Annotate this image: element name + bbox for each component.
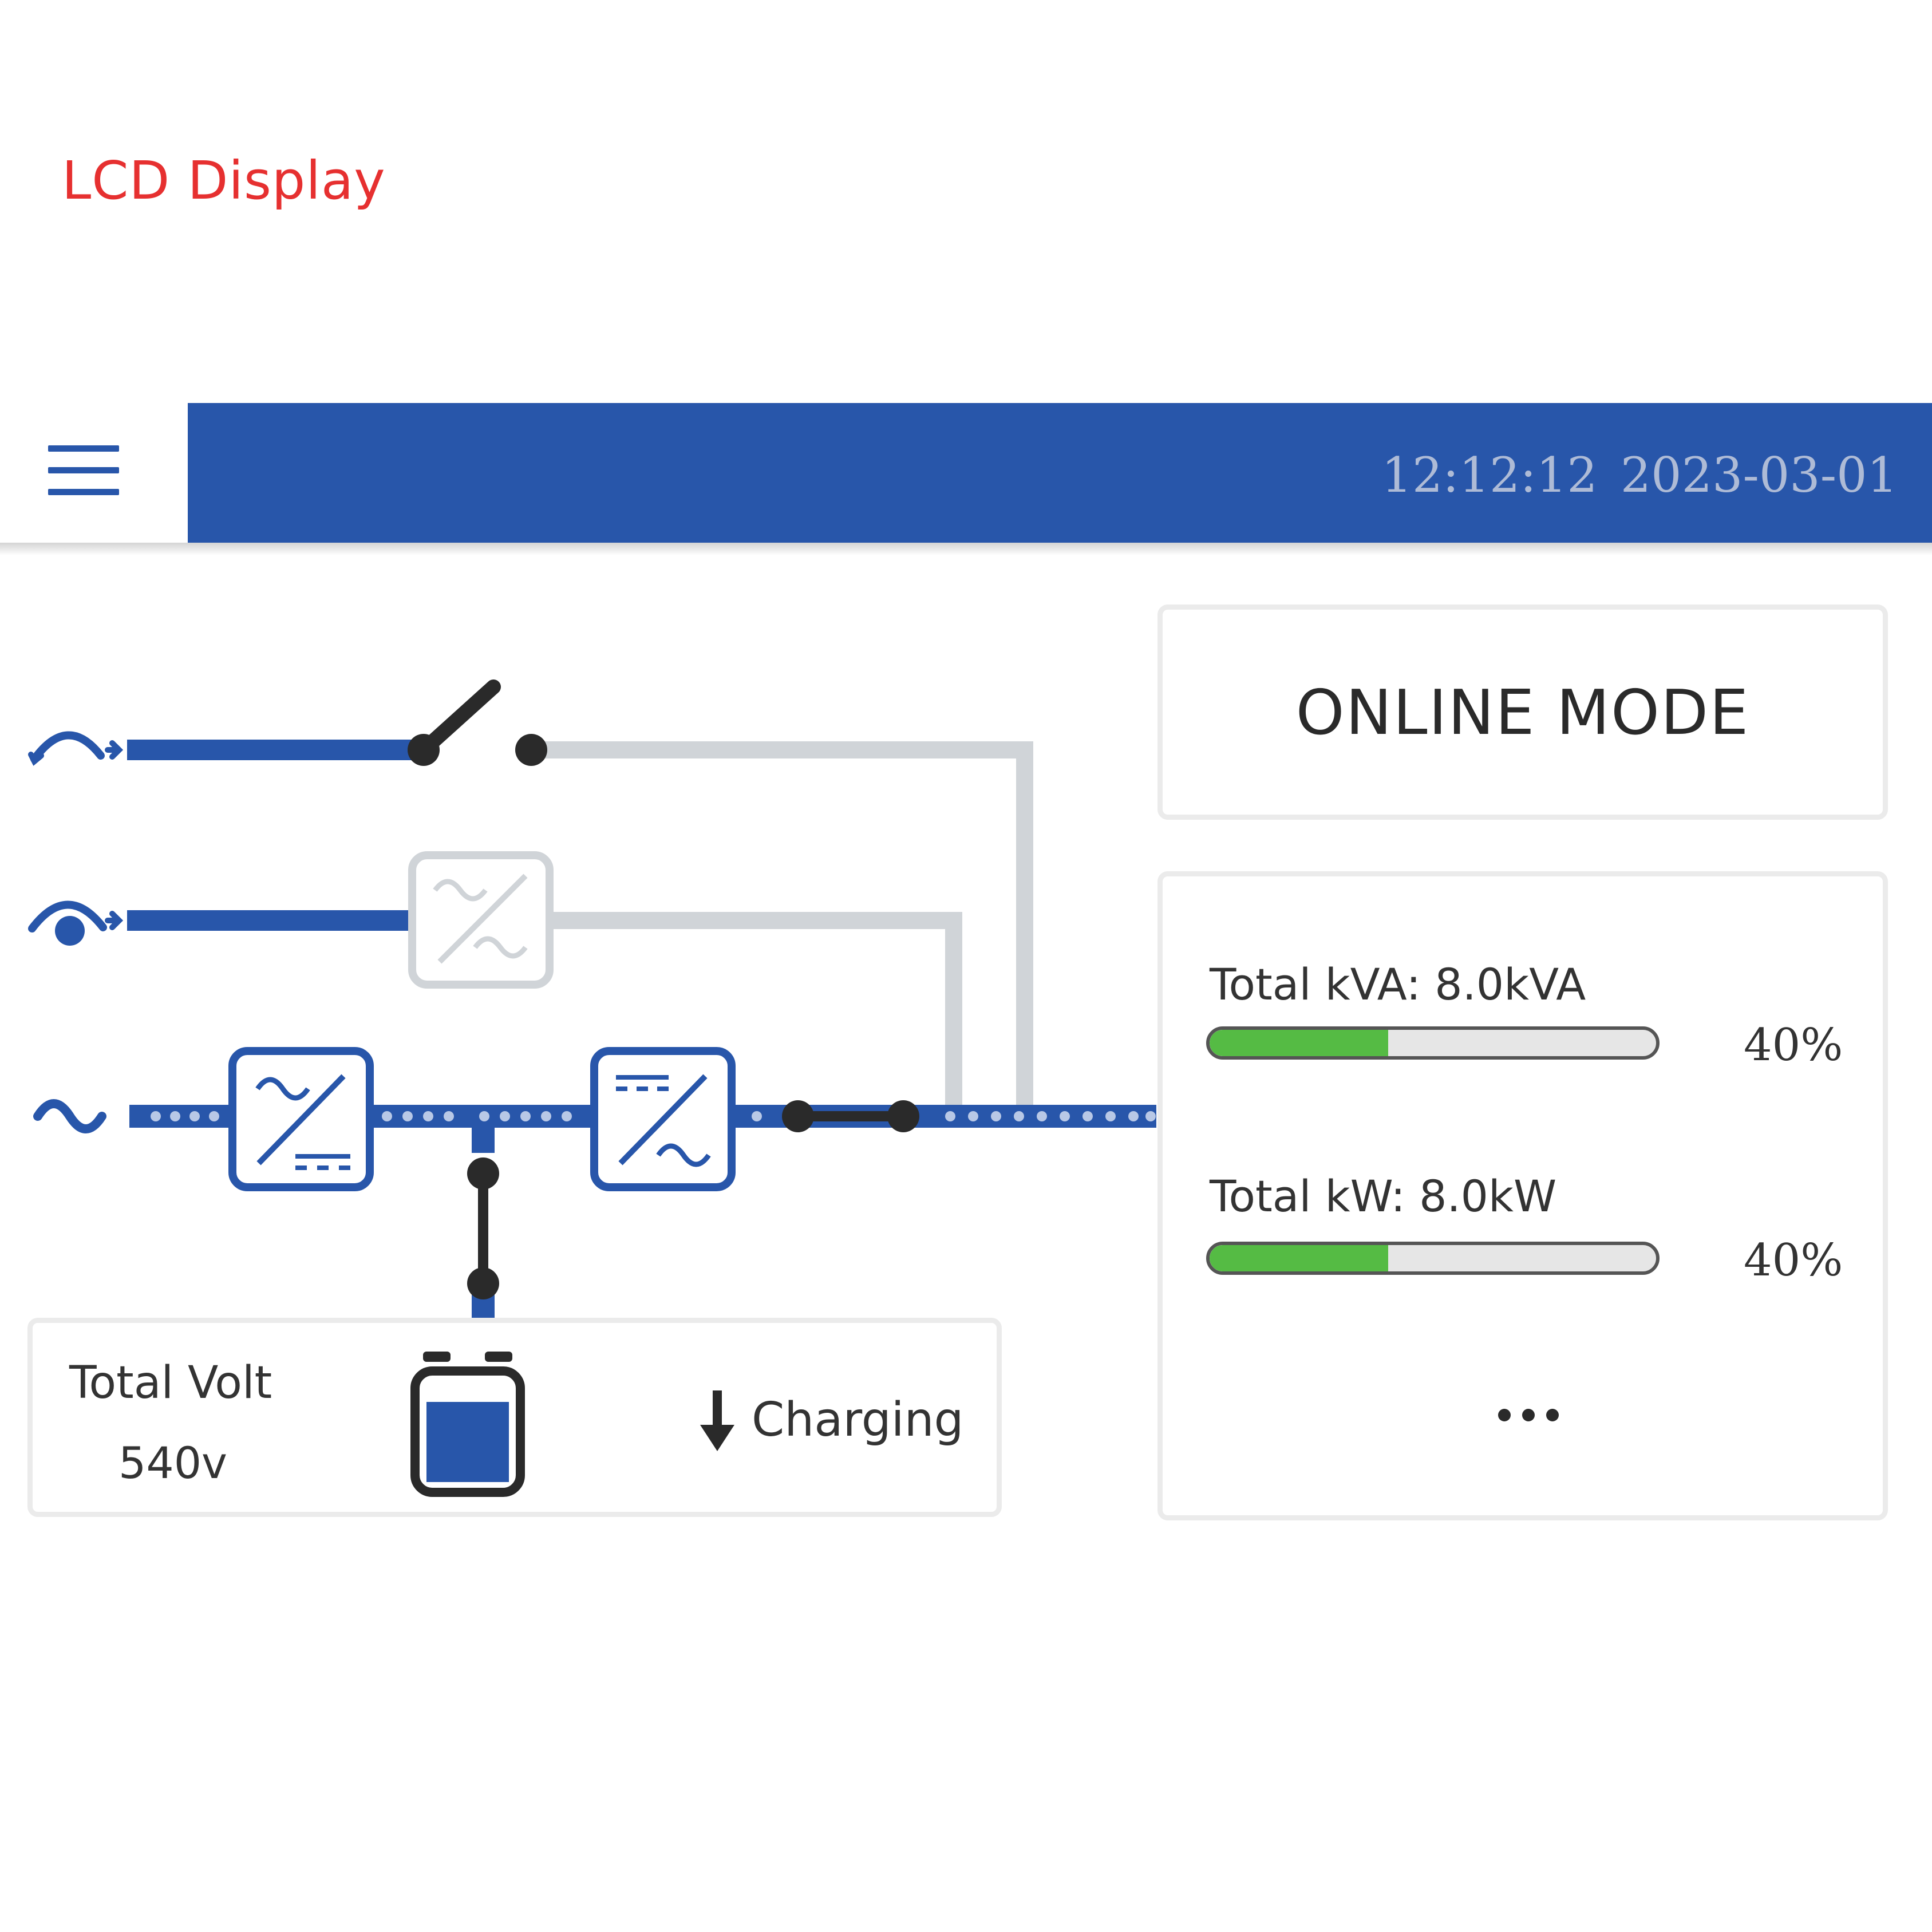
- more-button[interactable]: [1495, 1403, 1563, 1426]
- stat-kw-fill: [1210, 1245, 1388, 1271]
- bypass-input-line: [127, 740, 420, 760]
- arrow-down-icon: [700, 1390, 734, 1451]
- stat-kva-bar: [1206, 1026, 1660, 1060]
- mode-card: ONLINE MODE: [1157, 605, 1888, 820]
- static-switch-icon: [782, 1100, 919, 1132]
- stat-kw-percent: 40%: [1744, 1235, 1843, 1286]
- bypass-switch-contact: [515, 734, 547, 766]
- battery-switch-icon: [467, 1157, 499, 1299]
- generator-line: [550, 912, 962, 1116]
- header-bar: [188, 403, 1932, 543]
- flow-dots: [151, 1111, 1156, 1121]
- battery-status: Charging: [752, 1393, 964, 1447]
- bypass-converter-icon: [408, 851, 554, 989]
- stat-kva-fill: [1210, 1030, 1388, 1056]
- stat-kw-bar: [1206, 1242, 1660, 1275]
- power-flow-diagram: [28, 679, 1156, 1321]
- stat-kva-percent: 40%: [1744, 1020, 1843, 1071]
- battery-volt-value: 540v: [118, 1437, 228, 1488]
- generator-source-icon: [28, 900, 124, 933]
- stats-card: Total kVA: 8.0kVA 40% Total kW: 8.0kW 40…: [1157, 871, 1888, 1520]
- mode-status: ONLINE MODE: [1295, 677, 1750, 749]
- stat-kva-label: Total kVA: 8.0kVA: [1210, 959, 1586, 1010]
- battery-volt-label: Total Volt: [69, 1357, 272, 1409]
- bypass-source-icon: [28, 731, 124, 766]
- battery-icon: [410, 1352, 525, 1497]
- bypass-line: [531, 741, 1033, 1116]
- inverter-icon: [590, 1047, 736, 1191]
- header-date: 2023-03-01: [1620, 447, 1898, 503]
- rectifier-icon: [228, 1047, 374, 1191]
- stat-kw-label: Total kW: 8.0kW: [1210, 1171, 1557, 1222]
- menu-icon[interactable]: [48, 445, 119, 496]
- mains-source-icon: [33, 1099, 106, 1133]
- page-caption: LCD Display: [62, 150, 386, 211]
- battery-card: Total Volt 540v Charging: [27, 1318, 1002, 1517]
- header-time: 12:12:12: [1381, 447, 1598, 503]
- header-shadow: [0, 543, 1932, 555]
- generator-input-line: [127, 910, 413, 931]
- battery-branch-top: [472, 1128, 495, 1153]
- bypass-switch-pivot: [408, 734, 440, 766]
- header-clock: 12:12:12 2023-03-01: [1381, 441, 1898, 509]
